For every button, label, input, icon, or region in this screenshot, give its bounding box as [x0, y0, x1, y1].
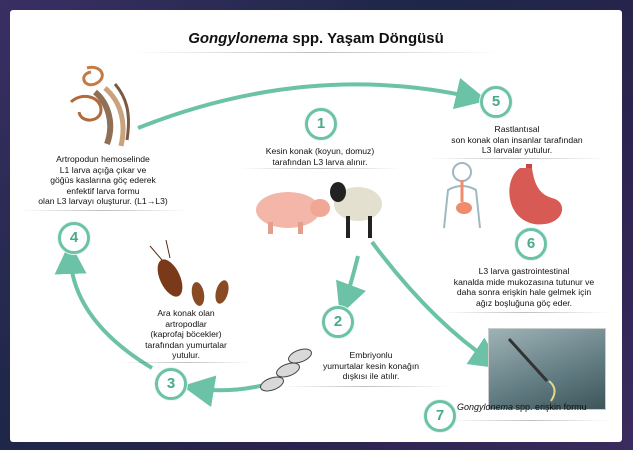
step-7-rest: spp. erişkin formu	[513, 402, 587, 412]
adult-worm-photo	[488, 328, 606, 410]
step-6-text: L3 larva gastrointestinal kanalda mide m…	[434, 266, 614, 308]
step-3-number: 3	[155, 368, 187, 400]
step-1-divider	[240, 168, 400, 169]
step-7-text: Gongylonema spp. erişkin formu	[457, 402, 587, 412]
diagram-card: Gongylonema spp. Yaşam Döngüsü	[10, 10, 622, 442]
step-5-number: 5	[480, 86, 512, 118]
step-7-genus: Gongylonema	[457, 402, 513, 412]
arrow-2-to-3	[194, 384, 268, 390]
step-7-number: 7	[424, 400, 456, 432]
human-stomach-illustration	[434, 158, 584, 238]
arrow-1-to-2	[344, 256, 358, 304]
step-6-number: 6	[515, 228, 547, 260]
step-5-text: Rastlantısal son konak olan insanlar tar…	[428, 124, 606, 156]
step-6-divider	[440, 312, 610, 313]
step-2-number: 2	[322, 306, 354, 338]
step-1-text: Kesin konak (koyun, domuz) tarafından L3…	[235, 146, 405, 167]
step-7-divider	[450, 420, 610, 421]
worm-photo-drawing	[489, 329, 605, 409]
step-1-number: 1	[305, 108, 337, 140]
cockroach-illustration	[140, 238, 240, 314]
step-3-divider	[120, 362, 250, 363]
step-4-number: 4	[58, 222, 90, 254]
step-4-divider	[18, 210, 188, 211]
step-3-text: Ara konak olan artropodlar (kaprofaj böc…	[126, 308, 246, 361]
larva-illustration	[65, 62, 135, 152]
step-5-divider	[428, 158, 606, 159]
pig-and-sheep-illustration	[250, 178, 390, 248]
step-4-text: Artropodun hemoselinde L1 larva açığa çı…	[18, 154, 188, 207]
step-2-text: Embriyonlu yumurtalar kesin konağın dışk…	[304, 350, 438, 382]
step-2-divider	[280, 386, 450, 387]
